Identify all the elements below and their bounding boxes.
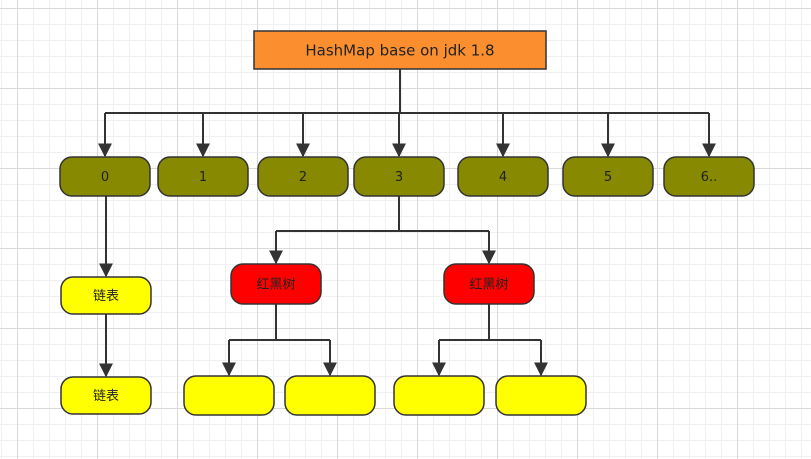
- linked-list-node-1-label: 链表: [93, 389, 119, 404]
- red-black-tree-1-box: [443, 263, 535, 305]
- bucket-2-box: [257, 156, 349, 197]
- bucket-4-box: [457, 156, 549, 197]
- linked-list-node-0-label: 链表: [93, 289, 119, 304]
- bucket-5: 5: [562, 156, 654, 197]
- tree-child-1-box: [284, 375, 376, 416]
- bucket-2: 2: [257, 156, 349, 197]
- edges-layer: [98, 69, 716, 378]
- bucket-3: 3: [353, 156, 445, 197]
- bucket-3-box: [353, 156, 445, 197]
- red-black-tree-0-label: 红黑树: [256, 277, 295, 293]
- tree-child-3-box: [495, 375, 587, 416]
- tree-child-3: [495, 375, 587, 416]
- bucket-1: 1: [157, 156, 249, 197]
- bucket-6-box: [663, 156, 755, 197]
- bucket-5-box: [562, 156, 654, 197]
- linked-list-node-1: 链表: [60, 376, 152, 415]
- red-black-tree-1-label: 红黑树: [469, 277, 508, 293]
- title-box: [253, 30, 547, 70]
- title-label: HashMap base on jdk 1.8: [305, 42, 494, 60]
- bucket-6: 6..: [663, 156, 755, 197]
- bucket-0: 0: [59, 156, 151, 197]
- tree-child-0-box: [183, 375, 275, 416]
- bucket-4: 4: [457, 156, 549, 197]
- linked-list-node-1-box: [60, 376, 152, 415]
- bucket-0-label: 0: [101, 170, 109, 185]
- red-black-tree-0: 红黑树: [230, 263, 322, 305]
- title-node: HashMap base on jdk 1.8: [253, 30, 547, 70]
- bucket-5-label: 5: [604, 170, 612, 185]
- tree-child-1: [284, 375, 376, 416]
- bucket-2-label: 2: [299, 170, 307, 185]
- linked-list-node-0: 链表: [60, 276, 152, 315]
- red-black-tree-1: 红黑树: [443, 263, 535, 305]
- tree-child-2: [393, 375, 485, 416]
- bucket-0-box: [59, 156, 151, 197]
- tree-child-0: [183, 375, 275, 416]
- bucket-3-label: 3: [395, 170, 403, 185]
- red-black-tree-0-box: [230, 263, 322, 305]
- bucket-4-label: 4: [499, 170, 507, 185]
- linked-list-node-0-box: [60, 276, 152, 315]
- bucket-1-box: [157, 156, 249, 197]
- tree-child-2-box: [393, 375, 485, 416]
- bucket-6-label: 6..: [701, 170, 718, 185]
- bucket-1-label: 1: [199, 170, 207, 185]
